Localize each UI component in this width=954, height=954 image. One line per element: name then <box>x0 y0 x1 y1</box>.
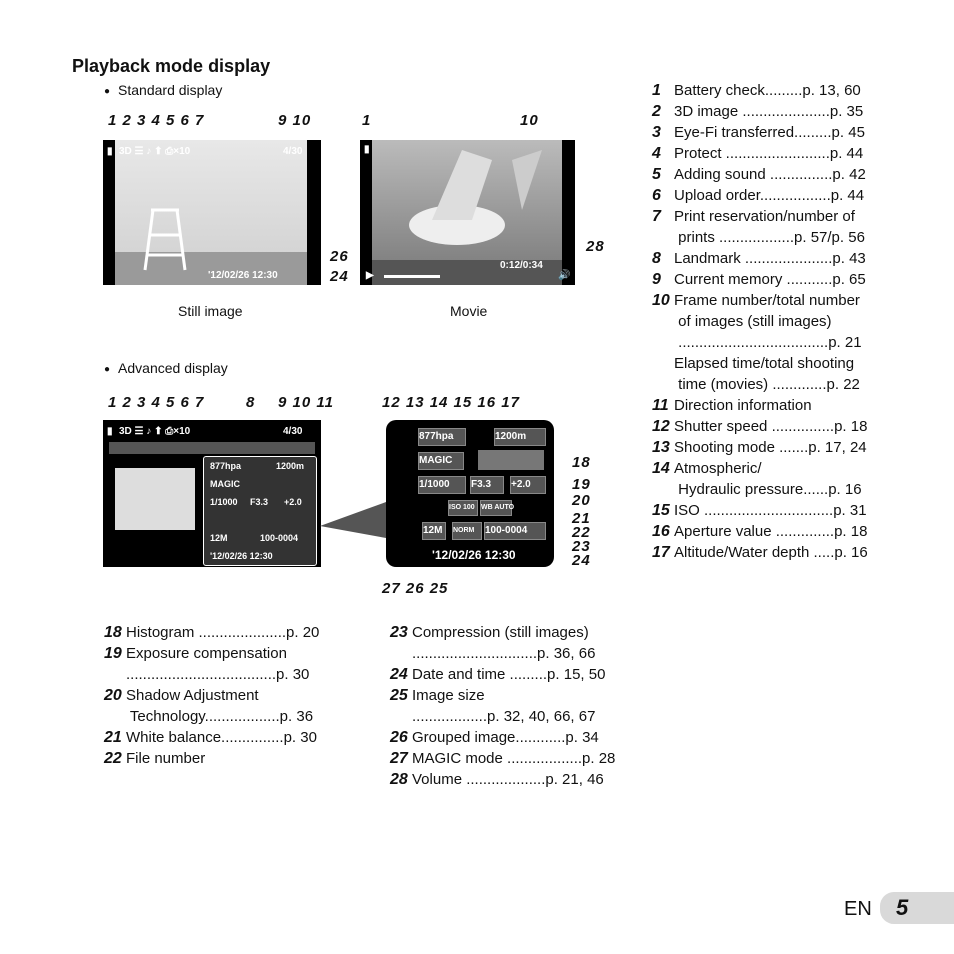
callout-22: 22 <box>572 524 591 541</box>
pressure-box: 877hpa <box>418 428 466 446</box>
callout-23: 23 <box>572 538 591 555</box>
status-icons: 3D ☰ ♪ ⬆ ⎙×10 <box>119 426 191 437</box>
advanced-display-label: Advanced display <box>104 360 228 376</box>
callout-24: 24 <box>330 268 349 285</box>
callout-movie-10: 10 <box>520 112 539 129</box>
aperture-value: F3.3 <box>250 497 269 507</box>
callout-detail-bottom: 27 26 25 <box>382 580 449 597</box>
progress-bar <box>384 275 440 278</box>
callout-standard-top: 1 2 3 4 5 6 7 <box>108 112 205 129</box>
frame-counter: 4/30 <box>283 426 303 437</box>
thumbnail-photo <box>115 468 195 530</box>
callout-detail-right: 18 19 <box>572 454 591 493</box>
shutter-box: 1/1000 <box>418 476 466 494</box>
callout-20: 20 <box>572 492 591 509</box>
movie-elapsed-time: 0:12/0:34 <box>500 260 543 271</box>
altitude-box: 1200m <box>494 428 546 446</box>
battery-icon: ▮ <box>107 426 113 437</box>
pressure-value: 877hpa <box>210 461 242 471</box>
magic-box: MAGIC <box>418 452 464 470</box>
date-time: '12/02/26 12:30 <box>432 548 516 562</box>
callout-26: 26 <box>330 248 349 265</box>
file-number-box: 100-0004 <box>484 522 546 540</box>
battery-icon: ▮ <box>107 146 113 157</box>
callout-detail-top: 12 13 14 15 16 17 <box>382 394 520 411</box>
altitude-value: 1200m <box>276 461 305 471</box>
callout-advanced-top-right: 9 10 11 <box>278 394 334 411</box>
section-title: Playback mode display <box>72 56 271 76</box>
landmark-bar <box>109 442 315 454</box>
lifeguard-chair-illustration <box>115 208 307 285</box>
magic-label: MAGIC <box>210 479 240 489</box>
status-icons: 3D ☰ ♪ ⬆ ⎙×10 <box>119 146 191 157</box>
callout-21: 21 <box>572 510 591 527</box>
wb-box: WB AUTO <box>480 500 514 516</box>
still-image-caption: Still image <box>178 303 243 319</box>
battery-icon: ▮ <box>364 144 370 155</box>
seagull-illustration <box>372 150 562 285</box>
still-photo <box>115 140 307 285</box>
date-time: '12/02/26 12:30 <box>208 270 278 281</box>
info-panel-small: 877hpa 1200m MAGIC 1/1000 F3.3 +2.0 12M … <box>203 456 317 566</box>
size-value: 12M <box>210 533 228 543</box>
shutter-value: 1/1000 <box>210 497 238 507</box>
advanced-screen: ▮ 3D ☰ ♪ ⬆ ⎙×10 4/30 877hpa 1200m MAGIC … <box>103 420 321 567</box>
frame-counter: 4/30 <box>283 146 303 157</box>
play-icon: ▶ <box>366 270 374 281</box>
still-image-screen: ▮ 3D ☰ ♪ ⬆ ⎙×10 4/30 '12/02/26 12:30 <box>103 140 321 285</box>
movie-frame <box>372 140 562 285</box>
histogram <box>478 450 544 470</box>
detail-panel: 877hpa 1200m MAGIC 1/1000 F3.3 +2.0 ISO … <box>386 420 554 567</box>
movie-caption: Movie <box>450 303 488 319</box>
aperture-box: F3.3 <box>470 476 504 494</box>
callout-24: 24 <box>572 552 591 569</box>
callout-28: 28 <box>586 238 605 255</box>
file-number: 100-0004 <box>260 533 299 543</box>
volume-icon: 🔊 <box>558 270 571 281</box>
date-time: '12/02/26 12:30 <box>210 551 273 561</box>
movie-screen: ▮ 0:12/0:34 ▶ 🔊 <box>360 140 575 285</box>
exposure-box: +2.0 <box>510 476 546 494</box>
standard-display-label: Standard display <box>104 82 222 98</box>
exposure-value: +2.0 <box>284 497 302 507</box>
iso-box: ISO 100 <box>448 500 478 516</box>
callout-advanced-top: 1 2 3 4 5 6 7 <box>108 394 205 411</box>
callout-standard-top-right: 9 10 <box>278 112 312 129</box>
page-number: 5 <box>880 892 954 924</box>
language-label: EN <box>844 898 872 920</box>
callout-movie-1: 1 <box>362 112 372 129</box>
callout-8: 8 <box>246 394 256 411</box>
size-box: 12M <box>422 522 446 540</box>
compression-box: NORM <box>452 522 482 540</box>
zoom-wedge <box>320 502 386 538</box>
